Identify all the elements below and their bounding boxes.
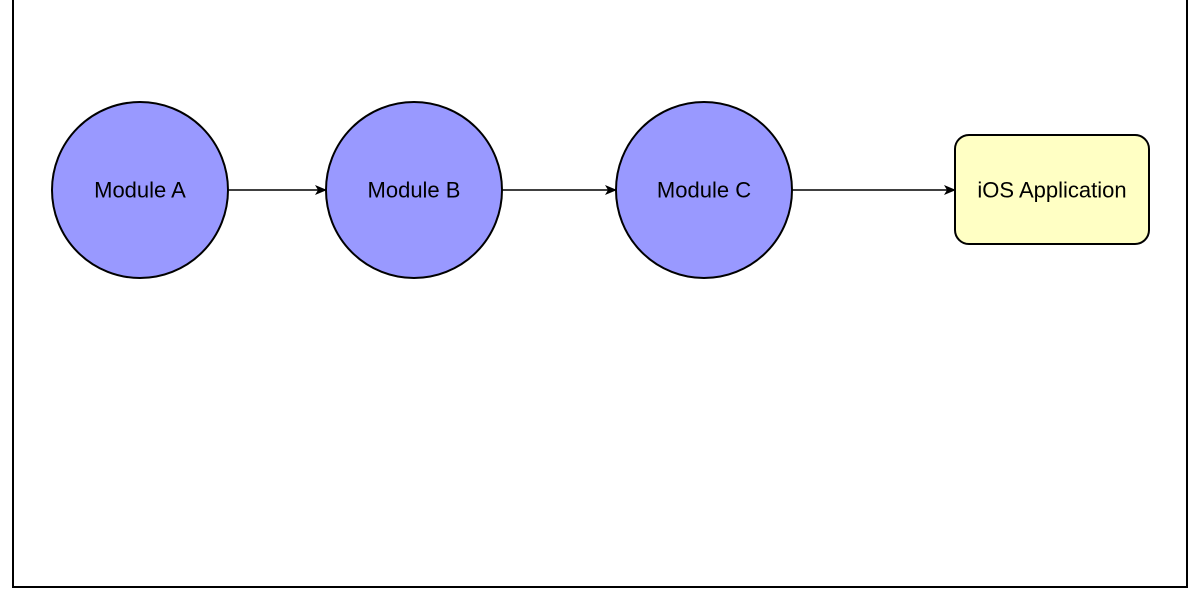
diagram-frame — [12, 0, 1188, 588]
node-module-c[interactable]: Module C — [615, 101, 793, 279]
node-module-a[interactable]: Module A — [51, 101, 229, 279]
node-module-b-label: Module B — [368, 178, 461, 203]
node-ios-application-label: iOS Application — [977, 178, 1126, 203]
node-module-a-label: Module A — [94, 178, 186, 203]
node-module-b[interactable]: Module B — [325, 101, 503, 279]
node-module-a-shape — [51, 101, 229, 279]
node-module-b-shape — [325, 101, 503, 279]
node-module-c-label: Module C — [657, 178, 751, 203]
node-ios-application[interactable]: iOS Application — [954, 134, 1150, 245]
node-ios-application-shape — [954, 134, 1150, 245]
node-module-c-shape — [615, 101, 793, 279]
